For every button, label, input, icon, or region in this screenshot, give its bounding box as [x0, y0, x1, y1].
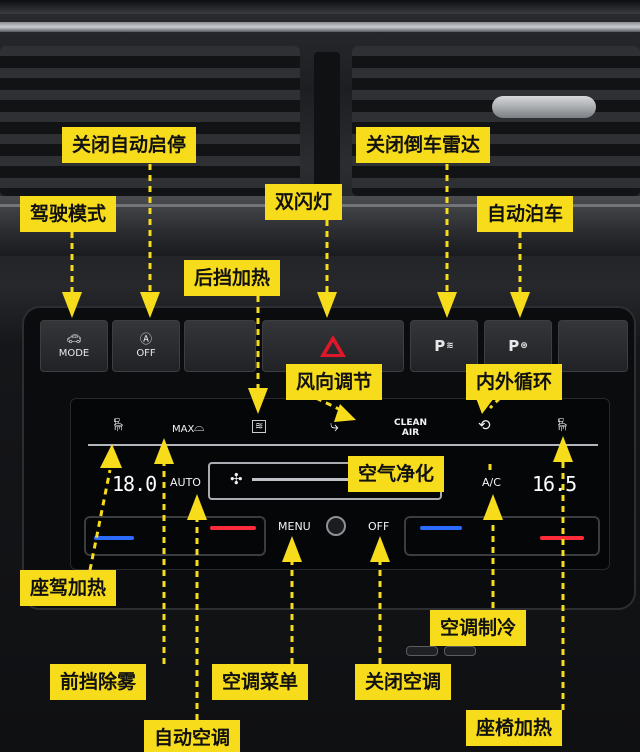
passenger-cool-bar — [420, 526, 462, 530]
label-airflow-direction: 风向调节 — [286, 364, 383, 400]
label-driver-seat-heat: 座驾加热 — [20, 570, 117, 606]
clean-air-button[interactable]: CLEAN AIR — [394, 418, 427, 438]
usb-port[interactable] — [406, 646, 438, 656]
label-ac-cooling: 空调制冷 — [430, 610, 527, 646]
center-vent-divider — [314, 52, 340, 192]
label-auto-ac: 自动空调 — [144, 720, 241, 752]
hazard-triangle-icon — [320, 335, 346, 357]
auto-park-button[interactable]: P⊛ — [484, 320, 552, 372]
hazard-lights-button[interactable] — [262, 320, 404, 372]
label-rear-defrost: 后挡加热 — [184, 260, 281, 296]
parking-radar-button-label: P — [434, 337, 446, 355]
vent-adjust-knob[interactable] — [492, 96, 596, 118]
label-ac-menu: 空调菜单 — [212, 664, 309, 700]
recirculation-icon[interactable]: ⟲ — [478, 416, 491, 434]
auto-start-stop-button-label: OFF — [136, 348, 156, 359]
blank-button-right[interactable] — [558, 320, 628, 372]
label-air-purify: 空气净化 — [348, 456, 445, 492]
parking-radar-button[interactable]: P≋ — [410, 320, 478, 372]
auto-park-button-label: P — [508, 337, 520, 355]
auto-start-stop-icon: Ⓐ — [139, 332, 152, 346]
label-front-defog: 前挡除雾 — [50, 664, 147, 700]
driver-heat-bar — [210, 526, 256, 530]
right-air-vent — [352, 46, 640, 196]
driver-seat-heat-icon[interactable]: 🪑︎ — [110, 418, 127, 433]
label-drive-mode: 驾驶模式 — [20, 196, 117, 232]
blank-button[interactable] — [184, 320, 256, 372]
ac-cooling-button[interactable]: A/C — [482, 476, 501, 489]
left-air-vent — [0, 46, 300, 196]
driver-temperature: 18.0 — [112, 472, 157, 496]
usb-port[interactable] — [444, 646, 476, 656]
steering-wheel-icon: ⊛ — [520, 341, 528, 351]
dashboard-top-trim — [0, 0, 640, 14]
chrome-trim-strip — [0, 22, 640, 32]
drive-mode-button[interactable]: 🚗︎ MODE — [40, 320, 108, 372]
fan-speed-bar — [252, 478, 422, 481]
radar-wave-icon: ≋ — [446, 341, 454, 351]
car-icon: 🚗︎ — [66, 332, 82, 346]
front-defog-max-label[interactable]: MAX — [172, 424, 195, 435]
label-hazard-lights: 双闪灯 — [265, 184, 343, 220]
label-seat-heat: 座椅加热 — [466, 710, 563, 746]
passenger-temperature: 16.5 — [532, 472, 577, 496]
airflow-direction-icon[interactable]: ⤷ — [330, 416, 339, 435]
clean-air-line1: CLEAN — [394, 418, 427, 428]
label-close-reverse-radar: 关闭倒车雷达 — [356, 127, 491, 163]
ac-menu-button[interactable]: MENU — [278, 520, 311, 533]
drive-mode-button-label: MODE — [58, 348, 90, 359]
rear-defrost-icon[interactable]: ≋ — [252, 420, 267, 433]
passenger-heat-bar — [540, 536, 584, 540]
center-knob[interactable] — [326, 516, 346, 536]
driver-temp-slider-track[interactable] — [84, 516, 266, 556]
screen-divider-line — [88, 444, 598, 446]
passenger-temp-slider-track[interactable] — [404, 516, 600, 556]
clean-air-line2: AIR — [401, 428, 420, 438]
climate-touch-screen — [70, 398, 610, 570]
driver-cool-bar — [94, 536, 134, 540]
label-close-ac: 关闭空调 — [355, 664, 452, 700]
label-auto-parking: 自动泊车 — [477, 196, 574, 232]
front-defog-icon[interactable]: ⌓ — [194, 420, 205, 435]
ac-off-button[interactable]: OFF — [368, 520, 390, 533]
passenger-seat-heat-icon[interactable]: 🪑︎ — [554, 418, 571, 433]
fan-icon: ✣ — [230, 470, 243, 488]
label-recirculation: 内外循环 — [466, 364, 563, 400]
auto-start-stop-button[interactable]: Ⓐ OFF — [112, 320, 180, 372]
label-close-auto-start-stop: 关闭自动启停 — [62, 127, 197, 163]
auto-ac-button[interactable]: AUTO — [170, 476, 201, 489]
